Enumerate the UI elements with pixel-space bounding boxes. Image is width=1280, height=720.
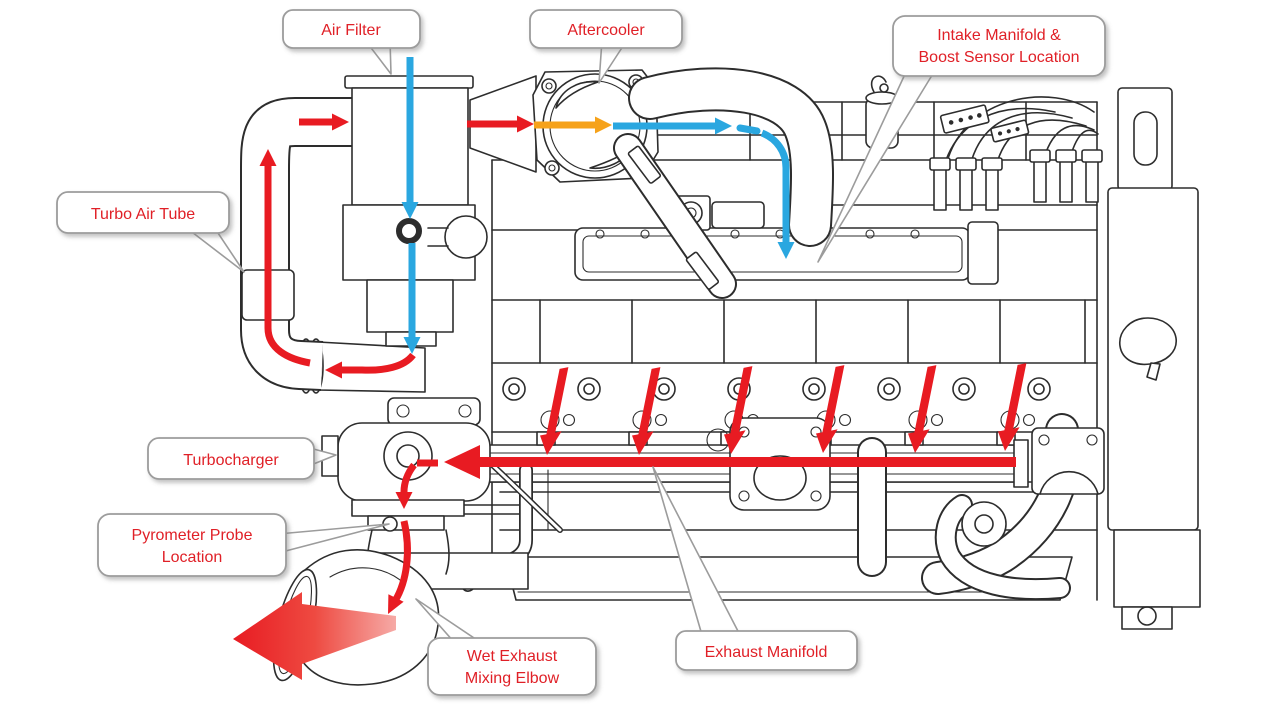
- callout-wet-exhaust: Wet Exhaust Mixing Elbow: [427, 637, 597, 696]
- cool-air-flow-arrows: [401, 57, 795, 354]
- intake-crossover-duct: [628, 67, 834, 247]
- callout-wet-exhaust-label-1: Wet Exhaust: [467, 648, 558, 665]
- cylinder-head-bolts: [502, 377, 1051, 430]
- callout-pyrometer-probe-label-2: Location: [162, 549, 223, 566]
- exhaust-manifold-flow-bar: [458, 457, 1016, 467]
- callout-wet-exhaust-label-2: Mixing Elbow: [465, 670, 560, 687]
- callout-exhaust-manifold-label: Exhaust Manifold: [705, 644, 828, 661]
- exhaust-exit-arrow: [233, 592, 396, 680]
- flywheel-housing: [1107, 87, 1201, 630]
- rear-hoses: [857, 413, 1105, 601]
- callout-turbo-air-tube-label: Turbo Air Tube: [91, 206, 195, 223]
- callout-exhaust-manifold: Exhaust Manifold: [675, 630, 858, 671]
- callout-pyrometer-probe-label-1: Pyrometer Probe: [132, 527, 253, 544]
- turbocharger-part: [298, 338, 491, 532]
- callout-aftercooler: Aftercooler: [529, 9, 683, 49]
- callout-air-filter: Air Filter: [282, 9, 421, 49]
- fuel-injection-system: [865, 75, 1103, 211]
- engine-illustration: [240, 67, 1201, 686]
- turbo-air-tube-part: [240, 97, 352, 391]
- callout-intake-manifold-label-2: Boost Sensor Location: [919, 49, 1080, 66]
- callouts: Air Filter Aftercooler Intake Manifold &…: [56, 9, 1106, 696]
- callout-turbo-air-tube: Turbo Air Tube: [56, 191, 230, 234]
- transition-air-flow-arrow: [534, 116, 612, 134]
- callout-pyrometer-probe: Pyrometer Probe Location: [97, 513, 287, 577]
- fuel-connector-block: [939, 104, 990, 134]
- hot-air-and-exhaust-flow-arrows: [259, 113, 1027, 614]
- callout-air-filter-label: Air Filter: [321, 22, 381, 39]
- intake-manifold: [574, 221, 999, 285]
- aftercooler-outlet-hose: [613, 133, 737, 299]
- callout-aftercooler-label: Aftercooler: [567, 22, 645, 39]
- callout-intake-manifold: Intake Manifold & Boost Sensor Location: [892, 15, 1106, 77]
- injectors: [929, 149, 1103, 211]
- callout-turbocharger: Turbocharger: [147, 437, 315, 480]
- callout-turbocharger-label: Turbocharger: [183, 452, 279, 469]
- callout-intake-manifold-label-1: Intake Manifold &: [937, 27, 1061, 44]
- fuel-connector-block-2: [990, 119, 1030, 143]
